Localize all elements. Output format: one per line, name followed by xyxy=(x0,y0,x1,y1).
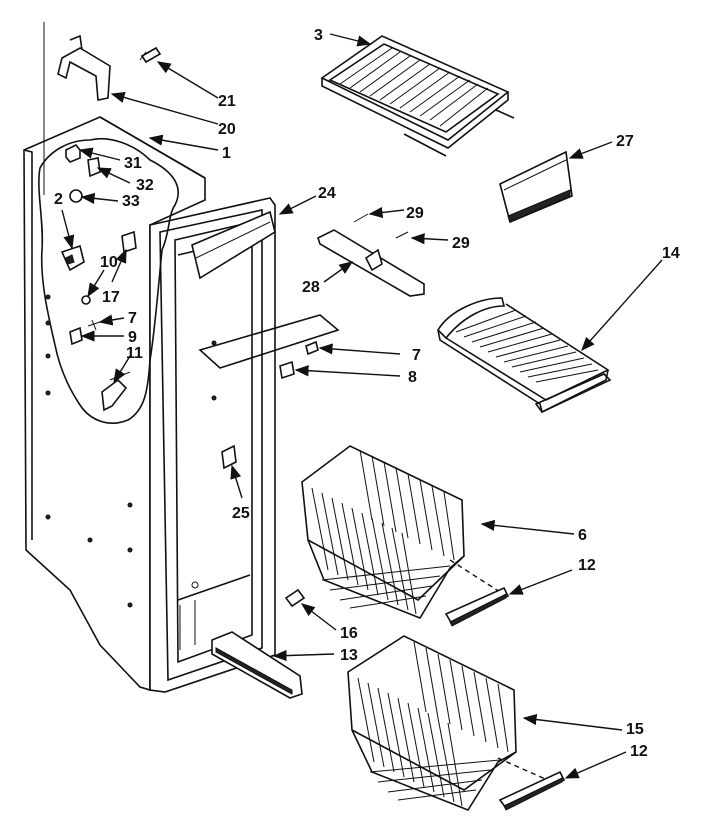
callout-13: 13 xyxy=(340,647,358,664)
callout-32: 32 xyxy=(136,177,154,194)
callout-12-upper: 12 xyxy=(578,557,596,574)
callout-29-upper: 29 xyxy=(406,205,424,222)
part-28-bracket xyxy=(317,213,425,297)
center-control-plate xyxy=(198,314,340,380)
part-16-screw xyxy=(284,588,306,608)
callout-labels: 3 21 20 1 31 32 33 2 10 17 7 9 11 24 27 … xyxy=(54,27,680,760)
callout-17: 17 xyxy=(102,289,120,306)
callout-10: 10 xyxy=(100,254,118,271)
freezer-liner xyxy=(23,22,276,693)
callout-11: 11 xyxy=(126,345,143,362)
callout-21: 21 xyxy=(218,93,236,110)
callout-28: 28 xyxy=(302,279,320,296)
callout-31: 31 xyxy=(124,155,142,172)
callout-24: 24 xyxy=(318,185,336,202)
part-12-lower-trim xyxy=(498,770,566,811)
part-15-basket xyxy=(347,635,553,811)
callout-7-center: 7 xyxy=(412,347,421,364)
part-13-trim xyxy=(211,631,303,699)
callout-25: 25 xyxy=(232,505,250,522)
callout-27: 27 xyxy=(616,133,634,150)
callout-8: 8 xyxy=(408,369,417,386)
callout-12-lower: 12 xyxy=(630,743,648,760)
callout-29-lower: 29 xyxy=(452,235,470,252)
part-27-panel xyxy=(499,150,573,224)
part-12-upper-trim xyxy=(444,586,510,627)
callout-15: 15 xyxy=(626,721,644,738)
part-21-screw xyxy=(139,46,162,64)
part-20-bracket xyxy=(57,34,111,101)
callout-3: 3 xyxy=(314,27,323,44)
part-3-glass-shelf xyxy=(320,35,515,157)
callout-16: 16 xyxy=(340,625,358,642)
leader-lines xyxy=(61,33,663,779)
callout-6: 6 xyxy=(578,527,587,544)
callout-9: 9 xyxy=(128,329,137,346)
part-24-cover xyxy=(191,210,276,280)
callout-14: 14 xyxy=(662,245,680,262)
callout-2: 2 xyxy=(54,191,63,208)
part-6-basket xyxy=(301,445,501,619)
part-25-clip xyxy=(221,444,237,470)
callout-1: 1 xyxy=(222,145,231,162)
callout-33: 33 xyxy=(122,193,140,210)
callout-20: 20 xyxy=(218,121,236,138)
callout-7-left: 7 xyxy=(128,310,137,327)
part-14-wire-shelf xyxy=(436,297,612,414)
